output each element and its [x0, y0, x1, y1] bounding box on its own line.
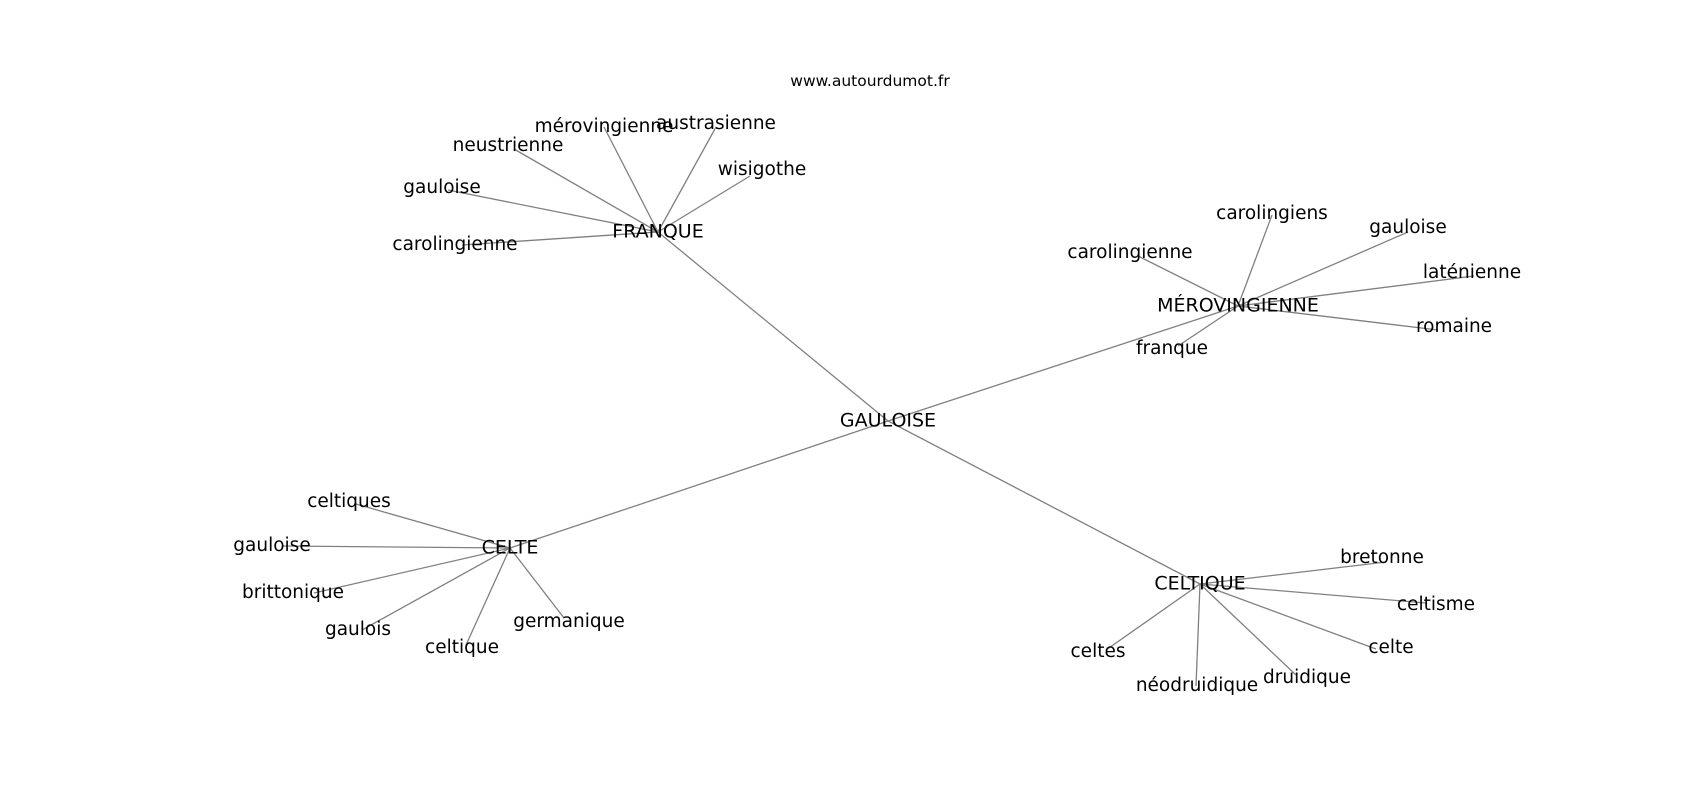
edge-celtique-leaf [1195, 583, 1201, 687]
leaf-node-label: gaulois [325, 619, 391, 640]
edge-root-celtique [887, 420, 1201, 585]
hub-node-label: FRANQUE [612, 221, 703, 243]
edge-franque-leaf [657, 126, 717, 233]
edge-celtique-leaf [1199, 583, 1297, 676]
edge-celtique-leaf [1199, 583, 1377, 650]
leaf-node-label: franque [1136, 338, 1208, 359]
edge-franque-leaf [447, 189, 659, 233]
edge-root-celte [509, 420, 889, 549]
leaf-node-label: wisigothe [718, 159, 806, 180]
leaf-node-label: celtique [425, 637, 499, 658]
edge-celte-leaf [361, 547, 511, 631]
leaf-node-label: romaine [1416, 316, 1492, 337]
hub-node-label: CELTE [482, 537, 539, 559]
edge-celte-leaf [281, 545, 511, 549]
edge-celtique-leaf [1199, 561, 1387, 585]
edge-celte-leaf [313, 547, 511, 594]
leaf-node-label: gauloise [1369, 217, 1446, 238]
edge-merovingienne-leaf [1177, 305, 1239, 347]
leaf-node-label: druidique [1263, 667, 1351, 688]
leaf-node-label: celtes [1071, 641, 1126, 662]
leaf-node-label: celtiques [307, 491, 391, 512]
hub-node-label: CELTIQUE [1154, 573, 1245, 595]
leaf-node-label: neustrienne [453, 135, 564, 156]
leaf-node-label: néodruidique [1136, 675, 1258, 696]
edge-franque-leaf [513, 148, 659, 233]
leaf-node-label: laténienne [1423, 262, 1521, 283]
leaf-node-label: gauloise [403, 177, 480, 198]
leaf-node-label: bretonne [1340, 547, 1424, 568]
graph-labels: GAULOISE FRANQUE mérovingienneaustrasienne… [233, 113, 1521, 696]
edge-celte-leaf [355, 503, 511, 549]
leaf-node-label: mérovingienne [535, 116, 674, 137]
edge-franque-leaf [657, 175, 751, 233]
leaf-node-label: brittonique [242, 582, 344, 603]
graph-edges [281, 126, 1475, 687]
leaf-node-label: celte [1368, 637, 1413, 658]
leaf-node-label: austrasienne [656, 113, 776, 134]
edge-celte-leaf [465, 547, 511, 646]
root-node-label: GAULOISE [840, 410, 936, 432]
edge-root-merovingienne [887, 305, 1239, 422]
edge-celte-leaf [509, 547, 565, 619]
edge-root-franque [657, 231, 889, 422]
edge-merovingienne-leaf [1137, 255, 1239, 307]
leaf-node-label: gauloise [233, 535, 310, 556]
edge-merovingienne-leaf [1237, 231, 1409, 307]
leaf-node-label: carolingienne [1067, 242, 1192, 263]
leaf-node-label: germanique [513, 611, 624, 632]
hub-node-label: MÉROVINGIENNE [1157, 294, 1319, 317]
edge-franque-leaf [461, 231, 659, 246]
leaf-node-label: celtisme [1397, 594, 1475, 615]
edge-merovingienne-leaf [1237, 275, 1475, 307]
edge-celtique-leaf [1105, 583, 1201, 651]
source-url: www.autourdumot.fr [790, 72, 950, 90]
leaf-node-label: carolingienne [392, 234, 517, 255]
edge-franque-leaf [603, 126, 659, 233]
edge-merovingienne-leaf [1237, 214, 1273, 307]
edge-celtique-leaf [1199, 583, 1427, 604]
edge-merovingienne-leaf [1237, 305, 1439, 331]
leaf-node-label: carolingiens [1216, 203, 1328, 224]
